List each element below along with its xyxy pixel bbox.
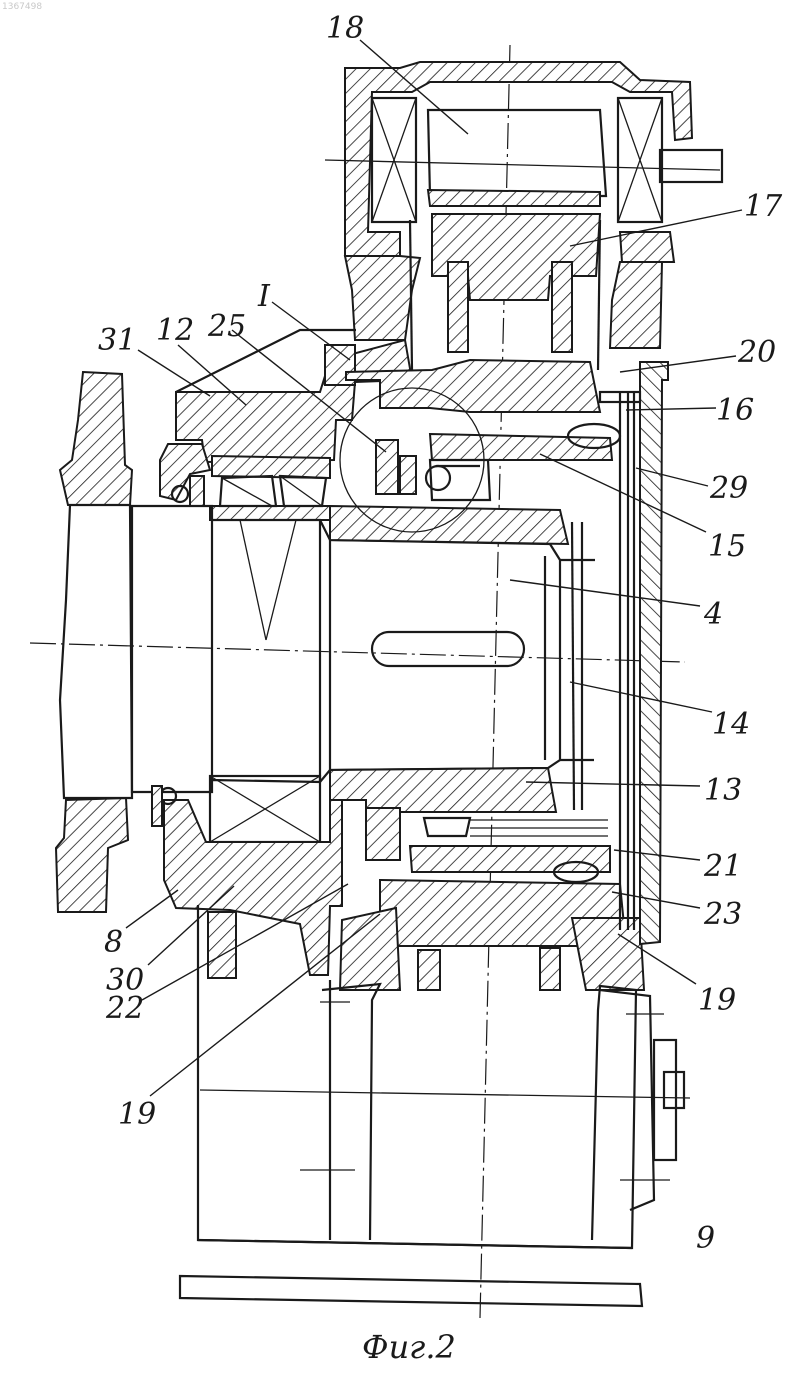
callout-19-left: 19 — [118, 1097, 156, 1132]
callout-20: 20 — [737, 335, 776, 370]
callout-23: 23 — [703, 897, 742, 932]
callout-17: 17 — [744, 189, 783, 224]
callout-I: I — [257, 279, 271, 314]
lower-planet-section — [330, 768, 644, 990]
bearing-housing-lower — [152, 786, 342, 978]
callout-12: 12 — [156, 313, 194, 348]
shaft-axis-line — [30, 643, 685, 662]
callout-9: 9 — [696, 1221, 715, 1256]
callout-31: 31 — [98, 323, 136, 358]
callout-25: 25 — [207, 309, 246, 344]
callout-16: 16 — [716, 393, 754, 428]
callout-21: 21 — [703, 849, 742, 884]
left-flange — [56, 372, 132, 912]
watermark-text: 1367498 — [2, 2, 42, 12]
callout-29: 29 — [709, 471, 748, 506]
callout-18: 18 — [326, 11, 364, 46]
needle-bearing-lower — [210, 776, 320, 842]
callout-8: 8 — [104, 925, 123, 960]
callout-4: 4 — [703, 597, 723, 632]
figure-caption: Фиг.2 — [362, 1328, 456, 1366]
upper-gear-housing — [325, 62, 722, 370]
callout-13: 13 — [704, 773, 742, 808]
tapered-roller-bearing — [210, 456, 330, 640]
planet-carrier — [330, 360, 620, 544]
callout-14: 14 — [712, 707, 750, 742]
main-shaft — [132, 506, 595, 792]
callout-15: 15 — [708, 529, 746, 564]
callout-22: 22 — [105, 991, 144, 1026]
callout-19-right: 19 — [698, 983, 736, 1018]
